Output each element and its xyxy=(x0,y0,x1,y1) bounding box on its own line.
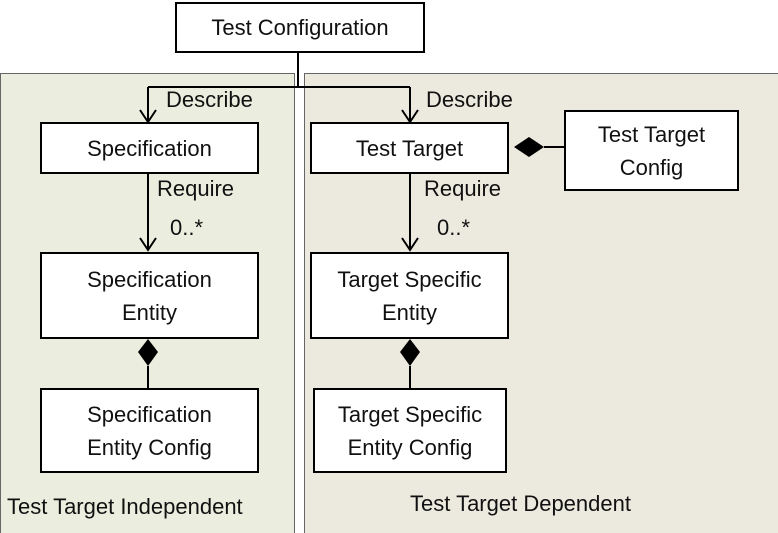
specification-entity-config-box: Specification Entity Config xyxy=(40,388,259,473)
describe-label-right: Describe xyxy=(426,87,513,112)
test-target-dependent-label: Test Target Dependent xyxy=(410,491,631,516)
target-specific-entity-box: Target Specific Entity xyxy=(310,252,509,339)
test-target-config-box: Test Target Config xyxy=(564,110,739,191)
require-connector-left xyxy=(139,173,157,252)
composition-diamond-left-icon xyxy=(138,339,158,366)
test-target-box: Test Target xyxy=(310,122,509,174)
target-specific-entity-config-box: Target Specific Entity Config xyxy=(313,388,507,473)
describe-connector xyxy=(147,52,411,122)
specification-box: Specification xyxy=(40,122,259,174)
require-label-left: Require xyxy=(157,176,235,201)
multiplicity-label-left: 0..* xyxy=(170,215,204,240)
describe-label-left: Describe xyxy=(166,87,253,112)
require-connector-right xyxy=(401,173,419,252)
composition-diamond-right-icon xyxy=(400,339,420,366)
test-configuration-box: Test Configuration xyxy=(175,2,425,53)
multiplicity-label-right: 0..* xyxy=(437,215,471,240)
require-label-right: Require xyxy=(424,176,502,201)
specification-entity-box: Specification Entity xyxy=(40,252,259,339)
test-target-independent-label: Test Target Independent xyxy=(7,494,243,519)
composition-diamond-config-icon xyxy=(514,137,544,157)
